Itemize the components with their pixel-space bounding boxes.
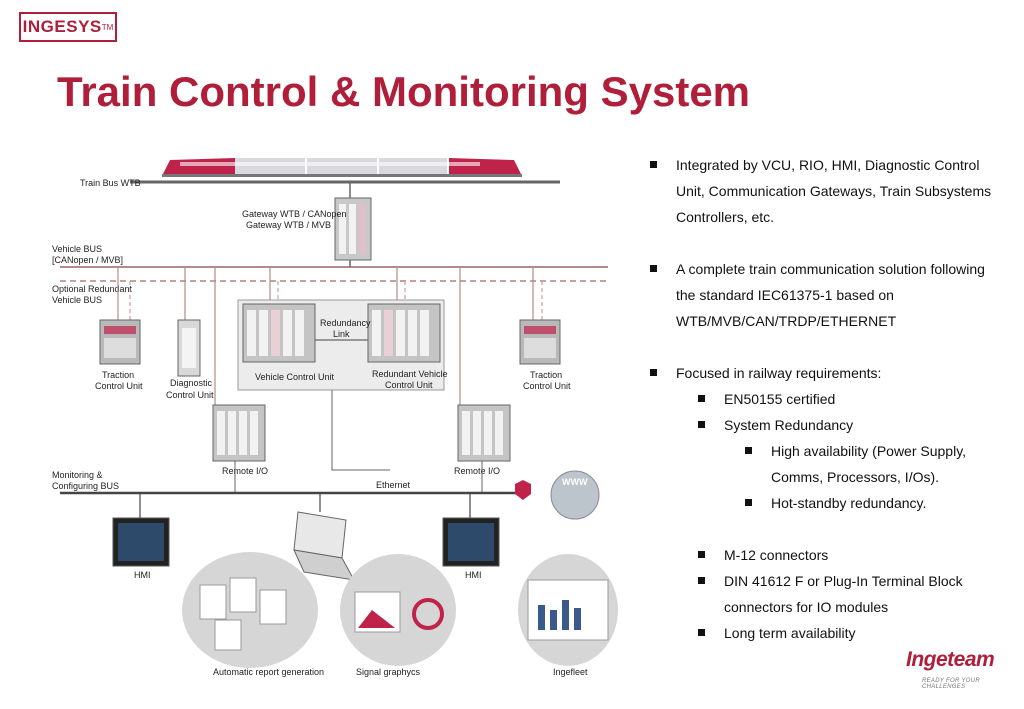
logo-tm: TM: [101, 22, 114, 32]
www-label: WWW: [562, 477, 588, 487]
monitoring-label-2: Configuring BUS: [52, 481, 119, 491]
traction-left-label-2: Control Unit: [95, 381, 143, 391]
optional-bus-label-1: Optional Redundant: [52, 284, 133, 294]
bullet-text: High availability (Power Supply,: [771, 443, 967, 459]
signal-graphics-circle: [340, 554, 456, 666]
bullet-text: the standard IEC61375-1 based on: [676, 287, 894, 303]
bullet-text: connectors for IO modules: [724, 599, 889, 615]
traction-left-label-1: Traction: [102, 370, 134, 380]
bullet-text: Hot-standby redundancy.: [771, 495, 927, 511]
bullet-text: DIN 41612 F or Plug-In Terminal Block: [724, 573, 963, 589]
hmi-left-screen: [112, 517, 170, 567]
ingefleet-circle: [518, 554, 618, 666]
sub-bullet-long-term: Long term availability: [648, 620, 1018, 646]
bullet-text: System Redundancy: [724, 417, 854, 433]
redundancy-label-1: Redundancy: [320, 318, 371, 328]
redundancy-label-2: Link: [333, 329, 350, 339]
gateway-label-1: Gateway WTB / CANopen: [242, 209, 347, 219]
bullet-text: WTB/MVB/CAN/TRDP/ETHERNET: [676, 313, 897, 329]
remote-io-right: [457, 404, 511, 462]
rvcu-label-1: Redundant Vehicle: [372, 369, 448, 379]
bullet-railway: Focused in railway requirements:: [648, 360, 1018, 386]
laptop-icon: [293, 511, 355, 581]
vehicle-bus-label-1: Vehicle BUS: [52, 244, 102, 254]
sub-bullet-redundancy: System Redundancy: [648, 412, 1018, 438]
bullet-text: EN50155 certified: [724, 391, 836, 407]
rvcu-label-2: Control Unit: [385, 380, 433, 390]
bullet-square-icon: [650, 161, 657, 168]
sub-bullet-din: DIN 41612 F or Plug-In Terminal Block co…: [648, 568, 1018, 620]
bullet-text: M-12 connectors: [724, 547, 829, 563]
ingeteam-logo: Ingeteam: [906, 648, 995, 671]
sub-bullet-m12: M-12 connectors: [648, 542, 1018, 568]
globe-icon: [550, 470, 600, 520]
diagnostic-control-unit: [177, 319, 201, 377]
vehicle-bus-label-2: [CANopen / MVB]: [52, 255, 123, 265]
bullet-text: Focused in railway requirements:: [676, 365, 882, 381]
bullet-square-icon: [650, 265, 657, 272]
firewall-icon: [515, 480, 531, 500]
bullet-text: Long term availability: [724, 625, 856, 641]
ingeteam-tagline: READY FOR YOUR CHALLENGES: [922, 678, 980, 690]
bullet-text: Controllers, etc.: [676, 209, 775, 225]
sub-sub-bullet-hot-standby: Hot-standby redundancy.: [648, 490, 1018, 516]
traction-control-unit-right: [519, 319, 561, 365]
system-diagram: Train Bus WTB Gateway WTB / CANopen Gate…: [52, 158, 618, 677]
page-title: Train Control & Monitoring System: [57, 68, 751, 115]
bullet-text: Unit, Communication Gateways, Train Subs…: [676, 183, 992, 199]
signal-label: Signal graphycs: [356, 667, 421, 677]
vehicle-control-unit: [242, 303, 316, 363]
bullet-communication: A complete train communication solution …: [648, 256, 1018, 334]
hmi-right-screen: [442, 517, 500, 567]
bullet-square-icon: [698, 629, 705, 636]
bullet-text: Comms, Processors, I/Os).: [771, 469, 940, 485]
gateway-label-2: Gateway WTB / MVB: [246, 220, 331, 230]
bullet-text: Integrated by VCU, RIO, HMI, Diagnostic …: [676, 157, 980, 173]
remote-io-left-label: Remote I/O: [222, 466, 268, 476]
train-illustration: [162, 158, 522, 177]
vcu-label: Vehicle Control Unit: [255, 372, 335, 382]
monitoring-label-1: Monitoring &: [52, 470, 103, 480]
diagnostic-label-1: Diagnostic: [170, 378, 213, 388]
traction-right-label-1: Traction: [530, 370, 562, 380]
bullet-square-icon: [698, 421, 705, 428]
bullet-integrated: Integrated by VCU, RIO, HMI, Diagnostic …: [648, 152, 1018, 230]
hmi-right-label: HMI: [465, 570, 482, 580]
gateway-device: [334, 197, 372, 261]
redundant-vehicle-control-unit: [367, 303, 441, 363]
ingefleet-label: Ingefleet: [553, 667, 588, 677]
report-generation-circle: [182, 552, 318, 668]
ethernet-label: Ethernet: [376, 480, 411, 490]
bullet-square-icon: [698, 395, 705, 402]
feature-bullet-list: Integrated by VCU, RIO, HMI, Diagnostic …: [648, 152, 1018, 646]
traction-control-unit-left: [99, 319, 141, 365]
remote-io-left: [212, 404, 266, 462]
bullet-square-icon: [745, 447, 752, 454]
sub-sub-bullet-availability: High availability (Power Supply, Comms, …: [648, 438, 1018, 490]
bullet-square-icon: [698, 577, 705, 584]
bullet-square-icon: [698, 551, 705, 558]
hmi-left-label: HMI: [134, 570, 151, 580]
train-bus-label: Train Bus WTB: [80, 178, 141, 188]
bullet-square-icon: [650, 369, 657, 376]
diagnostic-label-2: Control Unit: [166, 390, 214, 400]
optional-bus-label-2: Vehicle BUS: [52, 295, 102, 305]
logo-text: INGESYS: [22, 17, 102, 36]
sub-bullet-en50155: EN50155 certified: [648, 386, 1018, 412]
remote-io-right-label: Remote I/O: [454, 466, 500, 476]
bullet-square-icon: [745, 499, 752, 506]
report-label: Automatic report generation: [213, 667, 324, 677]
traction-right-label-2: Control Unit: [523, 381, 571, 391]
bullet-text: A complete train communication solution …: [676, 261, 985, 277]
